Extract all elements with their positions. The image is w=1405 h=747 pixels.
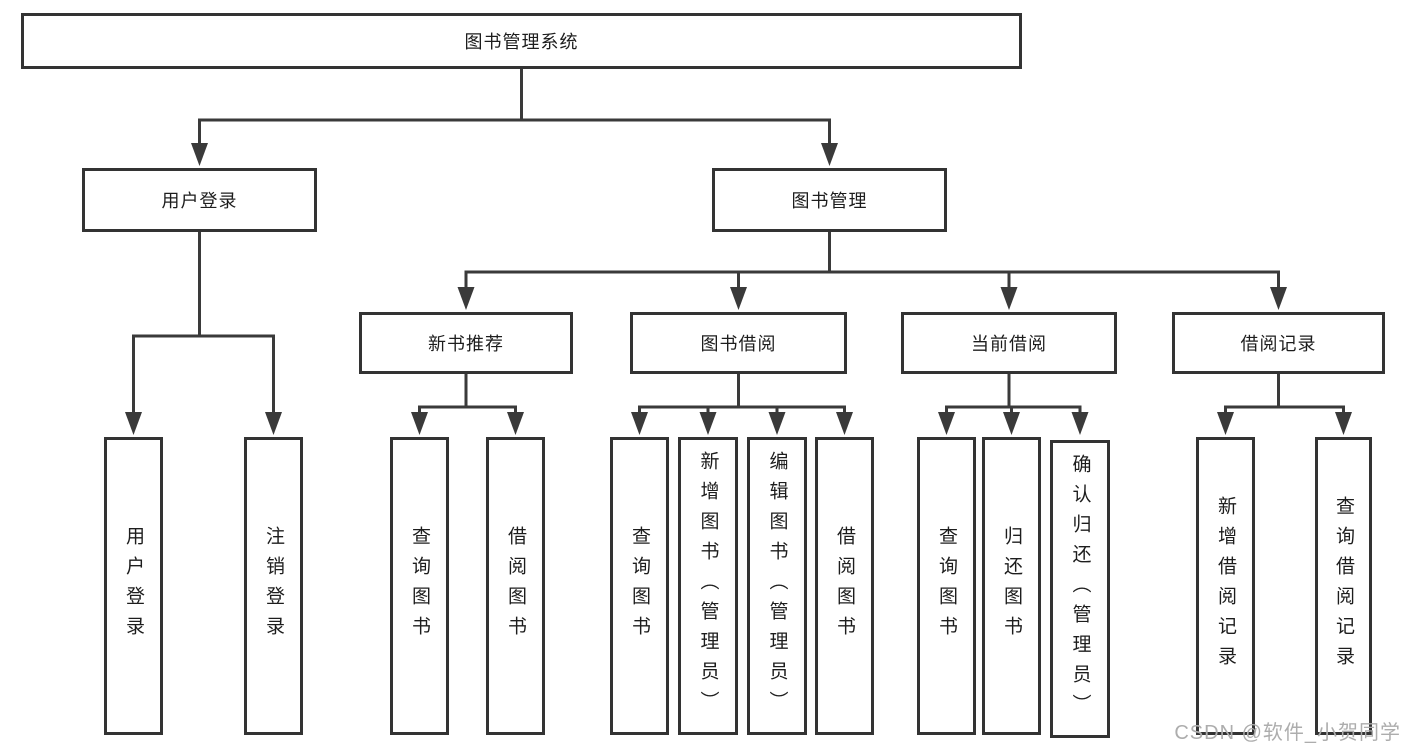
leaf-label: 借阅图书 (834, 526, 855, 646)
leaf-user-login: 用户登录 (104, 437, 163, 735)
node-new-book-recommend: 新书推荐 (359, 312, 573, 374)
node-book-borrow: 图书借阅 (630, 312, 847, 374)
leaf-query-book: 查询图书 (610, 437, 669, 735)
leaf-confirm-return-admin: 确认归还（管理员） (1050, 440, 1110, 738)
leaf-label: 归还图书 (1001, 526, 1022, 646)
leaf-label: 新增图书（管理员） (697, 451, 719, 721)
leaf-label: 用户登录 (123, 526, 144, 646)
node-book-management: 图书管理 (712, 168, 947, 232)
leaf-label: 确认归还（管理员） (1069, 454, 1091, 724)
node-root-library-system: 图书管理系统 (21, 13, 1022, 69)
leaf-query-book: 查询图书 (390, 437, 449, 735)
leaf-borrow-book: 借阅图书 (815, 437, 874, 735)
leaf-label: 新增借阅记录 (1215, 496, 1236, 676)
leaf-add-book-admin: 新增图书（管理员） (678, 437, 738, 735)
node-user-login: 用户登录 (82, 168, 317, 232)
leaf-edit-book-admin: 编辑图书（管理员） (747, 437, 807, 735)
leaf-query-book: 查询图书 (917, 437, 976, 735)
leaf-label: 注销登录 (263, 526, 284, 646)
leaf-label: 查询图书 (409, 526, 430, 646)
leaf-borrow-book: 借阅图书 (486, 437, 545, 735)
node-borrow-records: 借阅记录 (1172, 312, 1385, 374)
leaf-query-borrow-record: 查询借阅记录 (1315, 437, 1372, 735)
leaf-label: 查询图书 (936, 526, 957, 646)
leaf-label: 编辑图书（管理员） (766, 451, 788, 721)
leaf-return-book: 归还图书 (982, 437, 1041, 735)
leaf-label: 借阅图书 (505, 526, 526, 646)
leaf-add-borrow-record: 新增借阅记录 (1196, 437, 1255, 735)
csdn-watermark: CSDN @软件_小贺同学 (1174, 722, 1401, 744)
leaf-logout: 注销登录 (244, 437, 303, 735)
leaf-label: 查询图书 (629, 526, 650, 646)
node-current-borrow: 当前借阅 (901, 312, 1117, 374)
leaf-label: 查询借阅记录 (1333, 496, 1354, 676)
